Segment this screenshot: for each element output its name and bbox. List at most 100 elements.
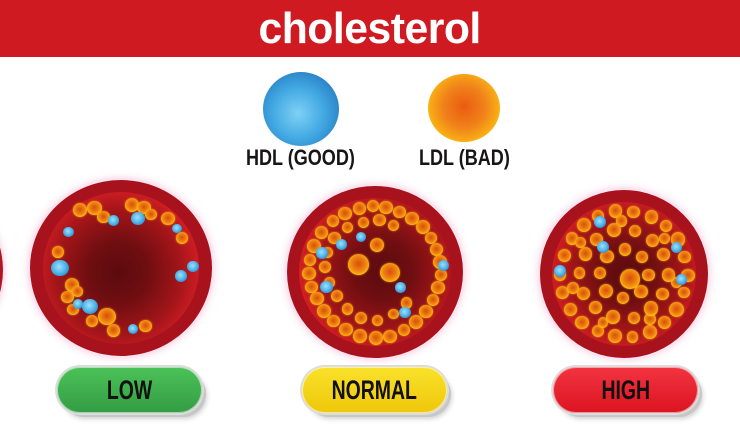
ldl-particle <box>593 267 606 280</box>
vessel-low-particles <box>30 180 212 356</box>
ldl-particle <box>678 250 691 264</box>
ldl-particle <box>400 297 413 309</box>
ldl-particle <box>318 260 331 273</box>
vessel-high-particles <box>540 190 708 358</box>
hdl-particle <box>127 323 138 334</box>
ldl-particle <box>644 313 656 326</box>
hdl-particle <box>174 269 188 283</box>
ldl-particle <box>342 221 354 233</box>
ldl-particle <box>566 282 579 295</box>
ldl-particle <box>677 286 690 299</box>
vessel-normal-particles <box>287 186 463 358</box>
hdl-particle <box>51 259 69 277</box>
ldl-particle <box>557 248 572 263</box>
hdl-particle <box>355 231 367 242</box>
ldl-particle <box>145 208 157 221</box>
ldl-particle <box>600 249 614 264</box>
ldl-particle <box>592 325 604 337</box>
ldl-particle <box>643 301 658 316</box>
ldl-particle <box>357 216 370 228</box>
ldl-particle <box>635 251 648 264</box>
ldl-particle <box>310 292 324 306</box>
hdl-particle <box>597 241 609 253</box>
ldl-particle <box>620 269 640 289</box>
ldl-particle <box>302 267 316 281</box>
ldl-particle <box>85 314 99 327</box>
hdl-legend-text: HDL (GOOD) <box>245 145 355 170</box>
ldl-particle <box>379 200 394 215</box>
ldl-particle <box>409 315 424 329</box>
ldl-particle <box>576 218 591 233</box>
normal-badge-label: NORMAL <box>331 374 418 405</box>
high-badge-label: HIGH <box>601 374 650 405</box>
ldl-particle <box>660 220 672 232</box>
ldl-particle <box>608 204 623 218</box>
ldl-particle <box>629 225 641 238</box>
vessel-low <box>30 180 212 356</box>
ldl-particle <box>606 310 620 324</box>
ldl-particle <box>393 205 406 218</box>
ldl-particle <box>347 253 369 275</box>
ldl-particle <box>326 215 339 228</box>
ldl-particle <box>628 311 640 324</box>
ldl-particle <box>656 287 669 301</box>
ldl-particle <box>107 324 121 337</box>
ldl-particle <box>98 307 117 326</box>
ldl-particle <box>657 248 670 261</box>
hdl-particle <box>62 226 74 238</box>
ldl-particle <box>434 269 448 282</box>
ldl-particle <box>97 210 111 224</box>
normal-badge: NORMAL <box>302 367 447 413</box>
ldl-particle <box>626 331 639 343</box>
ldl-particle <box>555 285 570 300</box>
hdl-particle <box>670 241 682 253</box>
ldl-particle <box>430 243 444 257</box>
ldl-particle <box>353 328 368 343</box>
ldl-particle <box>634 284 648 299</box>
ldl-particle <box>645 233 660 248</box>
ldl-particle <box>124 197 140 212</box>
ldl-particle <box>574 236 586 248</box>
ldl-particle <box>369 238 384 253</box>
ldl-particle <box>576 286 591 301</box>
ldl-particle <box>338 206 353 221</box>
ldl-particle <box>405 212 419 226</box>
ldl-particle <box>339 323 353 337</box>
ldl-particle <box>342 303 354 315</box>
partial-vessel-left-edge-icon <box>0 182 3 358</box>
ldl-particle <box>367 199 380 212</box>
ldl-particle <box>383 330 397 343</box>
ldl-particle <box>303 253 317 266</box>
ldl-particle <box>597 317 609 329</box>
ldl-particle <box>72 202 88 217</box>
hdl-particle <box>320 281 333 294</box>
ldl-particle <box>327 315 340 328</box>
ldl-particle <box>314 225 328 239</box>
ldl-particle <box>388 308 399 320</box>
hdl-sphere-icon <box>263 72 339 146</box>
ldl-particle <box>563 302 577 316</box>
hdl-particle <box>82 299 98 315</box>
ldl-particle <box>60 290 74 304</box>
ldl-particle <box>426 293 440 306</box>
page-title: cholesterol <box>258 3 482 53</box>
ldl-particle <box>575 316 589 330</box>
hdl-particle <box>108 215 120 226</box>
ldl-particle <box>139 319 152 333</box>
hdl-particle <box>186 260 199 272</box>
ldl-particle <box>606 223 622 238</box>
ldl-particle <box>617 292 630 305</box>
ldl-particle <box>607 329 622 344</box>
ldl-particle <box>642 268 655 282</box>
vessel-normal <box>287 186 463 358</box>
ldl-particle <box>380 263 400 283</box>
hdl-particle <box>336 239 347 250</box>
ldl-particle <box>599 283 614 298</box>
ldl-particle <box>354 311 368 324</box>
ldl-particle <box>573 267 586 280</box>
ldl-particle <box>305 280 318 293</box>
hdl-particle <box>437 259 450 271</box>
hdl-particle <box>131 212 146 226</box>
hdl-particle <box>554 264 567 277</box>
